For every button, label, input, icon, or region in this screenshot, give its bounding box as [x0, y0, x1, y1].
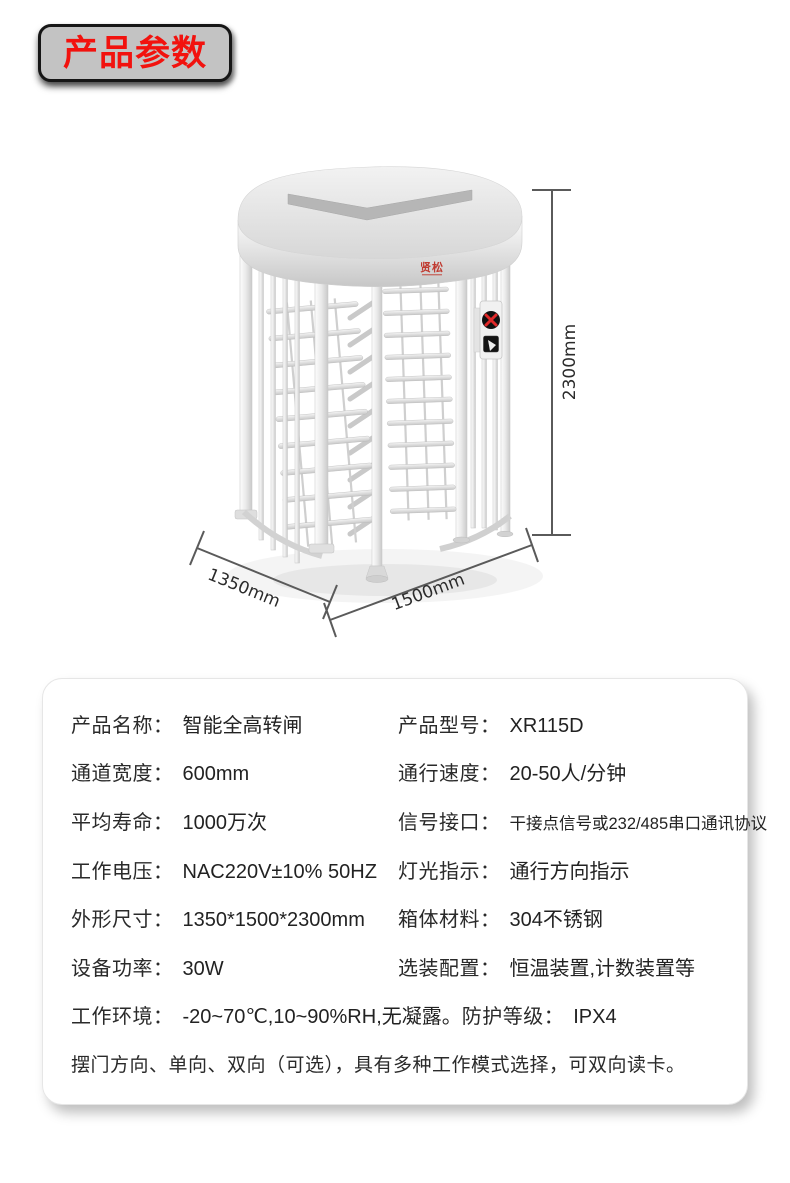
- spec-row: 设备功率： 30W 选装配置： 恒温装置,计数装置等: [43, 942, 747, 991]
- spec-row: 工作环境： -20~70℃,10~90%RH,无凝露。 防护等级： IPX4: [43, 991, 747, 1040]
- spec-label: 通行速度：: [398, 763, 501, 786]
- spec-value: NAC220V±10% 50HZ: [182, 860, 377, 883]
- control-panel: [473, 300, 503, 360]
- spec-label: 箱体材料：: [398, 909, 501, 932]
- spec-cell-power: 设备功率： 30W: [43, 952, 398, 981]
- spec-row: 平均寿命： 1000万次 信号接口： 干接点信号或232/485串口通讯协议: [43, 796, 767, 845]
- spec-label: 通道宽度：: [71, 763, 174, 786]
- spec-label: 工作环境：: [71, 1006, 174, 1029]
- spec-cell-voltage: 工作电压： NAC220V±10% 50HZ: [43, 855, 398, 884]
- right-grid-panel: [381, 261, 457, 521]
- spec-label: 产品名称：: [71, 714, 174, 737]
- center-rotor-post: [365, 251, 389, 583]
- spec-label: 灯光指示：: [398, 860, 501, 883]
- spec-cell-environment: 工作环境： -20~70℃,10~90%RH,无凝露。: [43, 1000, 462, 1029]
- spec-value: 1000万次: [182, 811, 268, 834]
- turnstile-cap: 贤松: [237, 166, 523, 288]
- right-frame-post: [452, 237, 471, 544]
- front-left-leg: [308, 257, 335, 554]
- spec-value: 304不锈钢: [509, 909, 603, 932]
- spec-cell-signal-interface: 信号接口： 干接点信号或232/485串口通讯协议: [398, 806, 767, 835]
- spec-cell-protection-rating: 防护等级： IPX4: [462, 1000, 747, 1029]
- card-reader-icon: [483, 335, 499, 353]
- spec-label: 设备功率：: [71, 957, 174, 980]
- spec-value: 1350*1500*2300mm: [182, 909, 365, 932]
- spec-row: 外形尺寸： 1350*1500*2300mm 箱体材料： 304不锈钢: [43, 893, 747, 942]
- spec-row: 工作电压： NAC220V±10% 50HZ 灯光指示： 通行方向指示: [43, 845, 747, 894]
- spec-cell-dimensions: 外形尺寸： 1350*1500*2300mm: [43, 903, 398, 932]
- spec-footnote: 摆门方向、单向、双向（可选），具有多种工作模式选择，可双向读卡。: [71, 1054, 686, 1076]
- spec-cell-lifespan: 平均寿命： 1000万次: [43, 806, 398, 835]
- spec-cell-light-indicator: 灯光指示： 通行方向指示: [398, 855, 747, 884]
- spec-value: 智能全高转闸: [182, 714, 303, 737]
- spec-label: 平均寿命：: [71, 811, 174, 834]
- spec-value: -20~70℃,10~90%RH,无凝露。: [182, 1006, 462, 1029]
- no-entry-indicator-icon: [482, 311, 500, 329]
- left-cage-bars: [234, 234, 323, 564]
- product-params-badge: 产品参数: [38, 24, 232, 82]
- spec-label: 防护等级：: [461, 1006, 565, 1029]
- spec-cell-product-name: 产品名称： 智能全高转闸: [43, 709, 398, 738]
- product-figure: 贤松 2300mm: [180, 140, 620, 650]
- height-dimension-line: 2300mm: [532, 189, 580, 536]
- spec-label: 产品型号：: [398, 714, 501, 737]
- spec-cell-channel-width: 通道宽度： 600mm: [43, 757, 398, 786]
- spec-value: 通行方向指示: [509, 860, 630, 883]
- badge-label: 产品参数: [62, 33, 207, 73]
- spec-cell-model: 产品型号： XR115D: [398, 709, 747, 738]
- spec-cell-material: 箱体材料： 304不锈钢: [398, 903, 747, 932]
- turnstile-illustration: 贤松 2300mm: [189, 166, 580, 638]
- right-cage-bars: [439, 235, 514, 552]
- spec-value: 干接点信号或232/485串口通讯协议: [509, 814, 768, 833]
- cap-chevron-plate: [287, 189, 473, 221]
- spec-cell-pass-speed: 通行速度： 20-50人/分钟: [398, 757, 747, 786]
- spec-row: 通道宽度： 600mm 通行速度： 20-50人/分钟: [43, 748, 747, 797]
- brand-logo-underline: [422, 274, 442, 276]
- spec-value: XR115D: [509, 714, 584, 737]
- height-dimension-label: 2300mm: [560, 324, 580, 400]
- spec-value: 20-50人/分钟: [509, 763, 627, 786]
- brand-logo: 贤松: [420, 260, 444, 274]
- spec-value: 30W: [182, 957, 224, 980]
- spec-label: 工作电压：: [71, 860, 174, 883]
- spec-card: 产品名称： 智能全高转闸 产品型号： XR115D 通道宽度： 600mm 通行…: [42, 678, 767, 1105]
- spec-label: 外形尺寸：: [71, 909, 174, 932]
- spec-value: IPX4: [573, 1006, 617, 1029]
- spec-cell-optional-config: 选装配置： 恒温装置,计数装置等: [398, 952, 747, 981]
- spec-row: 产品名称： 智能全高转闸 产品型号： XR115D: [43, 699, 747, 748]
- spec-label: 信号接口：: [398, 811, 501, 834]
- spec-label: 选装配置：: [398, 957, 501, 980]
- spec-value: 恒温装置,计数装置等: [509, 957, 696, 980]
- spec-value: 600mm: [182, 763, 250, 786]
